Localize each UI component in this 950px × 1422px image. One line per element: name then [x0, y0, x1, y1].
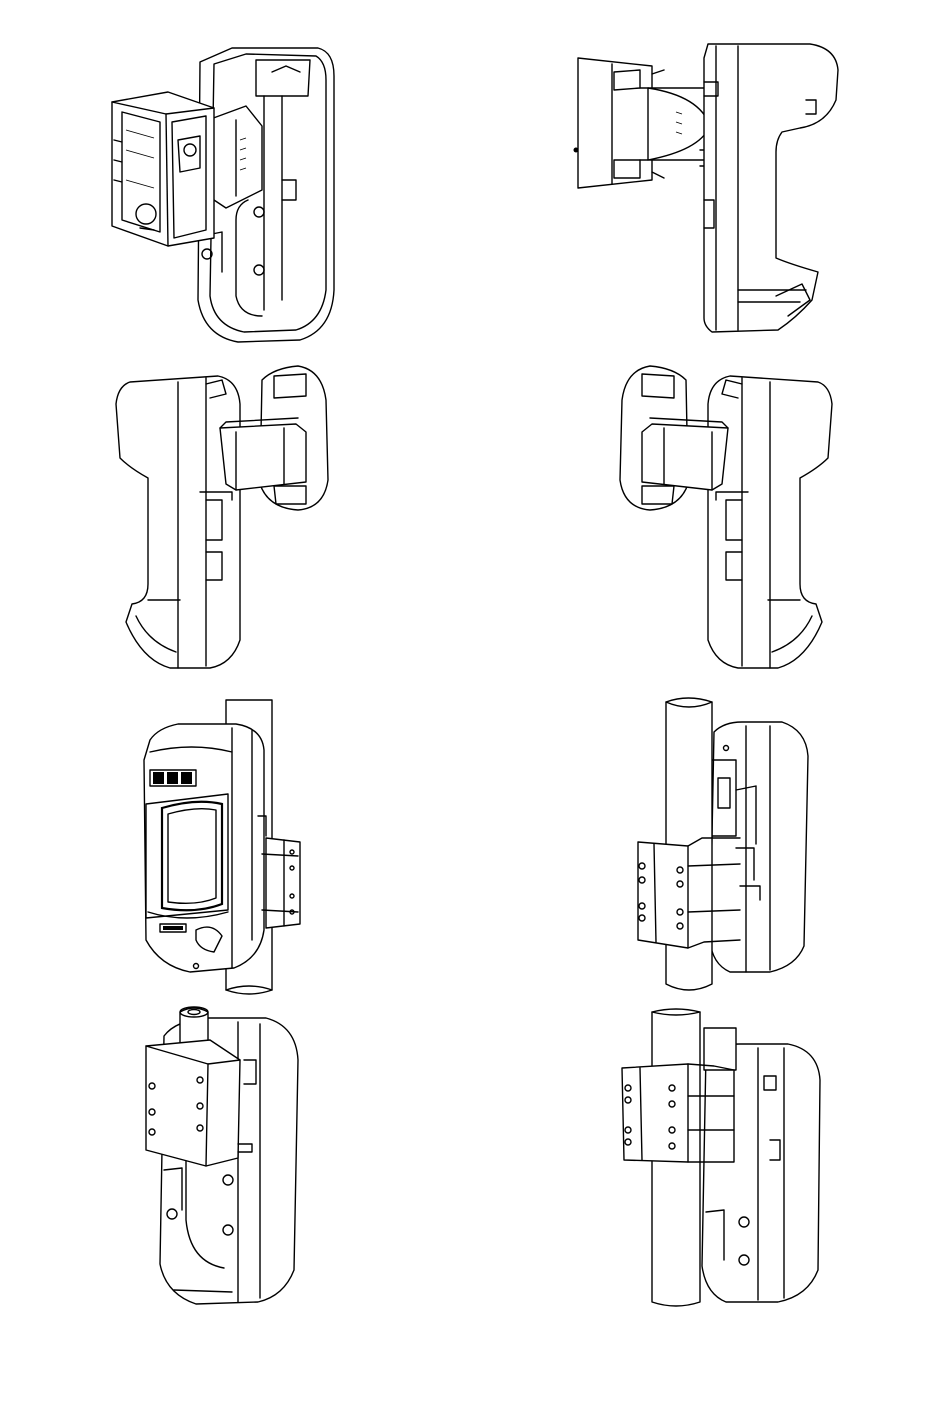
detector-bracket-left-icon — [620, 366, 832, 668]
detector-bracket-right-icon — [116, 366, 328, 668]
detector-pole-rear-icon — [638, 698, 808, 990]
detector-with-wall-box-icon — [112, 48, 334, 342]
detector-pole-clamp-icon — [622, 1009, 820, 1306]
detector-pole-front-icon — [144, 700, 300, 994]
detector-pole-top-icon — [146, 1007, 298, 1304]
detector-side-bracket-icon — [574, 44, 839, 332]
